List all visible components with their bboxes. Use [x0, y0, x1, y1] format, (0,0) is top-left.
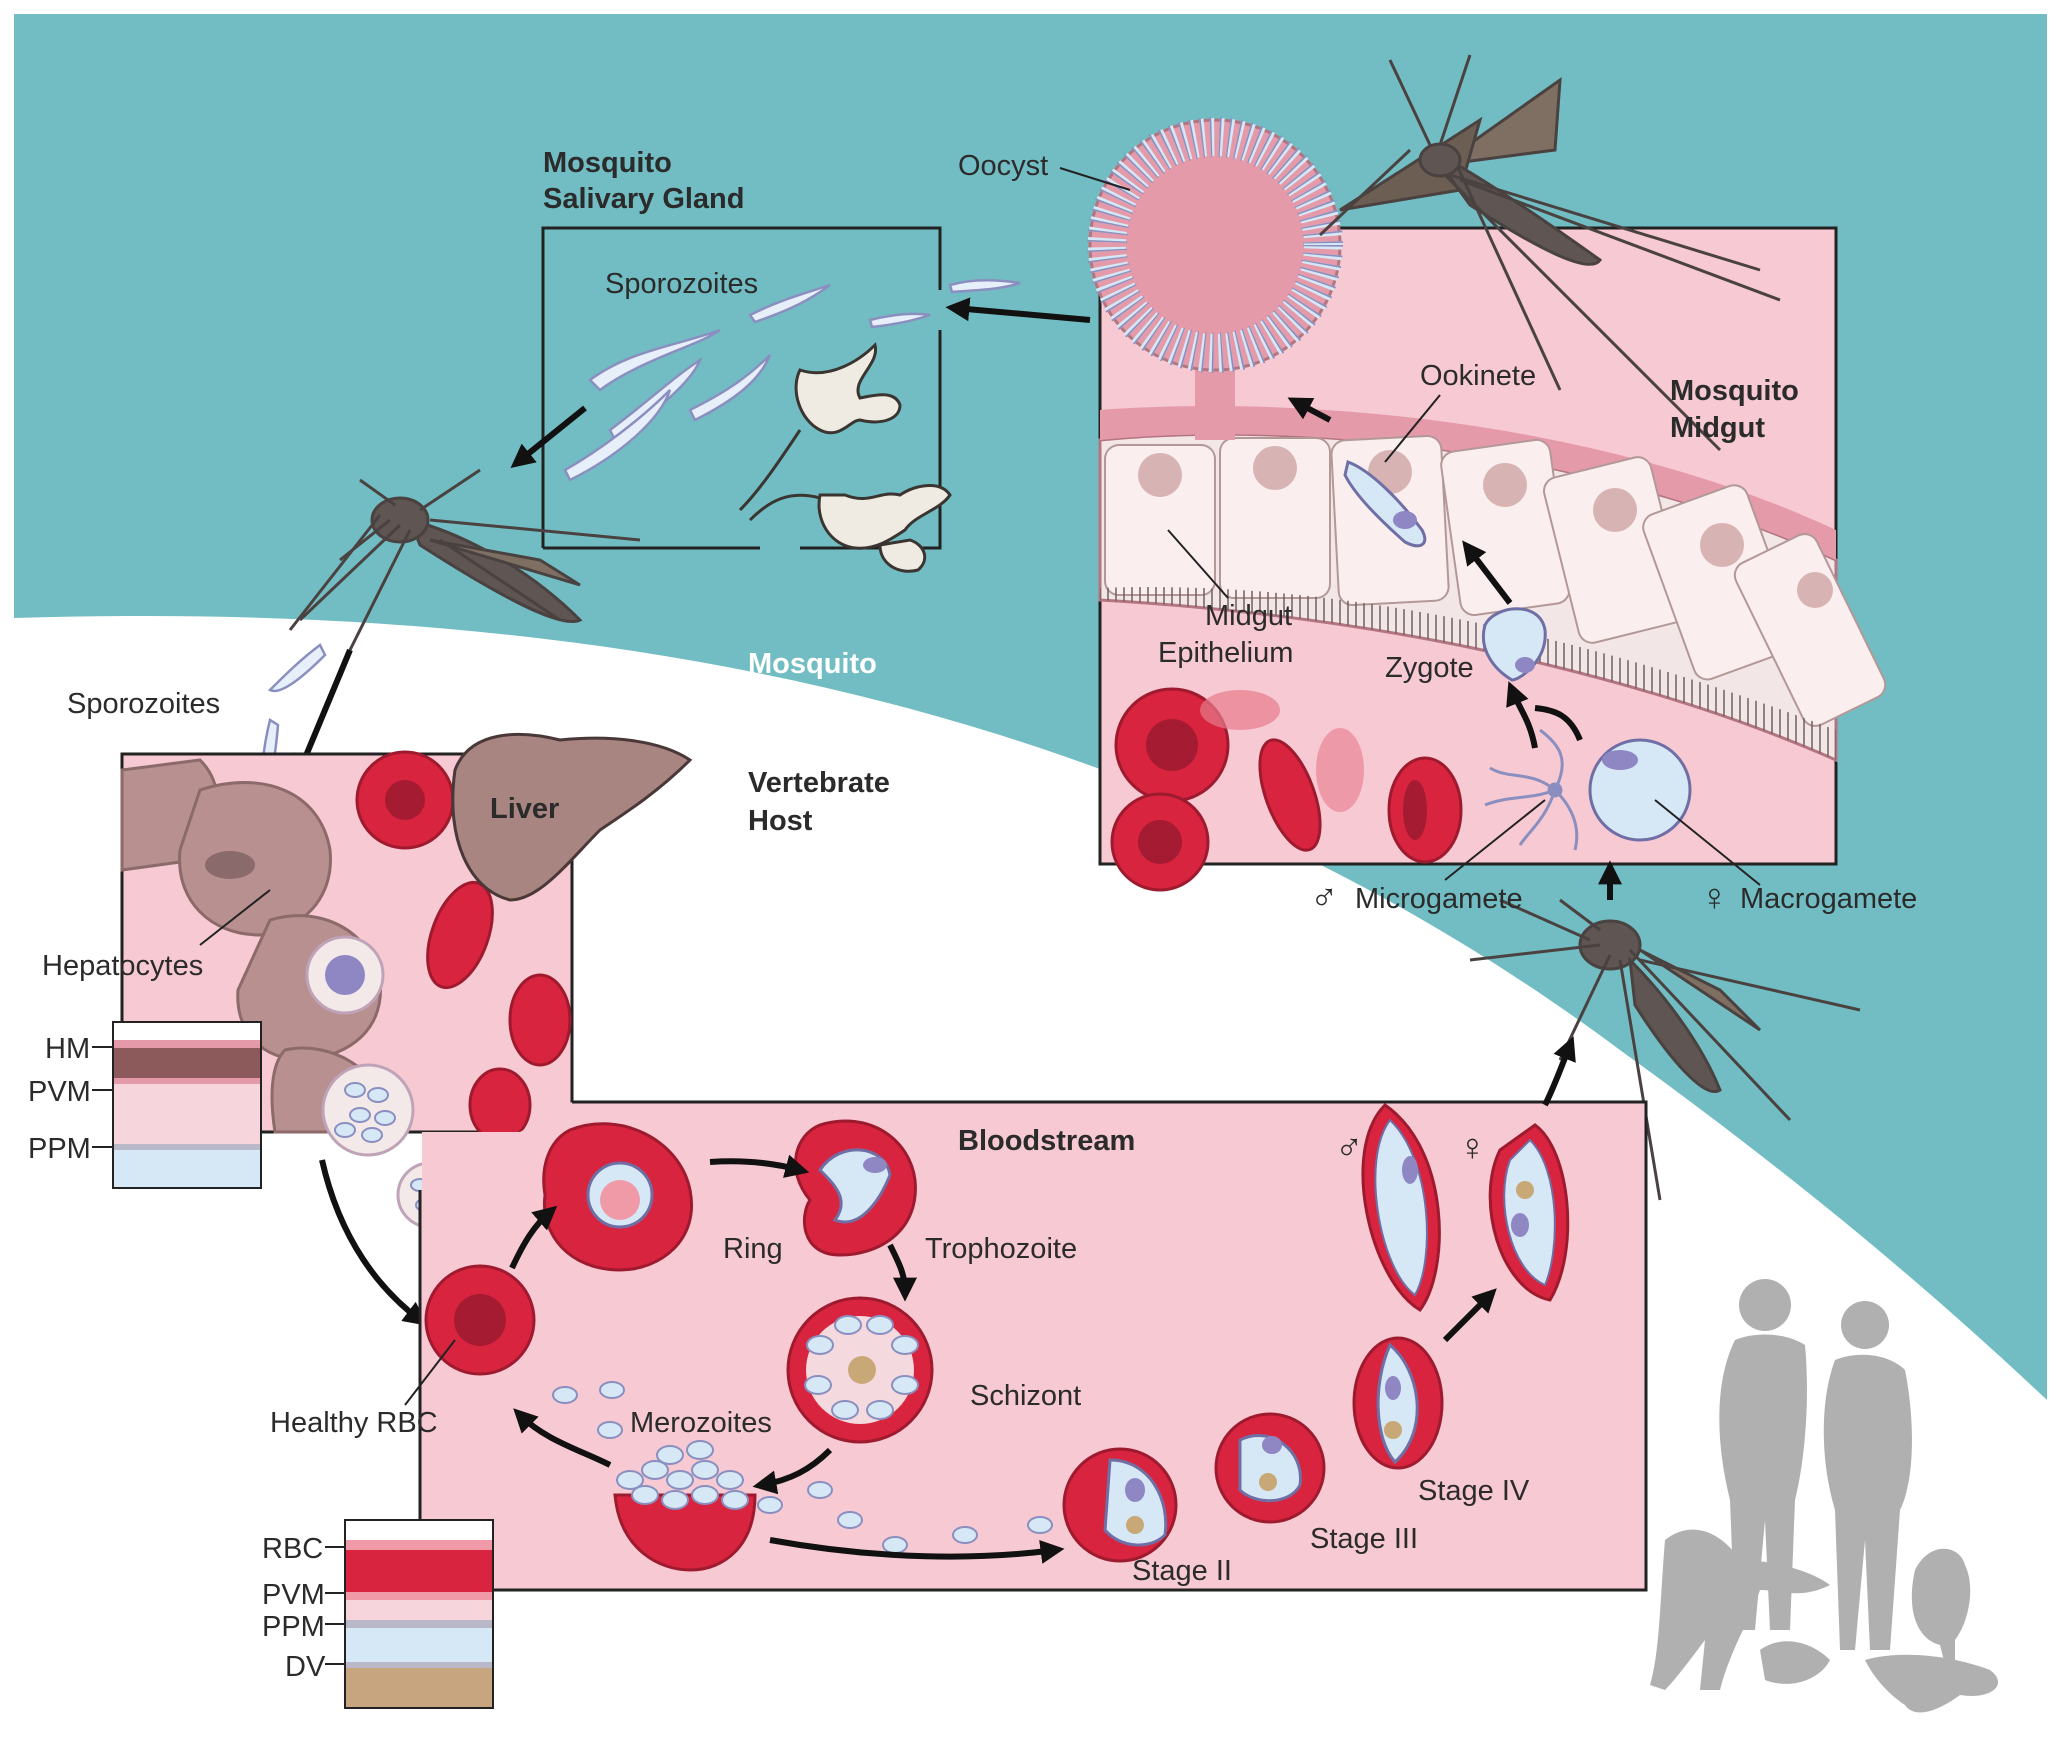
zygote-label: Zygote — [1385, 652, 1474, 684]
male-symbol-gametocyte: ♂ — [1335, 1127, 1364, 1169]
schizont-stage — [786, 1296, 934, 1444]
merozoites-label: Merozoites — [630, 1407, 772, 1439]
healthy-rbc-label: Healthy RBC — [270, 1407, 438, 1439]
stage-2-gametocyte — [1062, 1447, 1178, 1563]
gland-sporozoite-icons — [563, 279, 1021, 482]
oocyst-label: Oocyst — [958, 150, 1048, 182]
microgamete-label: Microgamete — [1355, 883, 1523, 915]
mosquito-vector-label-line1: Mosquito — [748, 648, 877, 680]
stage-4-gametocyte — [1352, 1336, 1444, 1470]
stage-2-label: Stage II — [1132, 1555, 1232, 1587]
hepatocytes-pointer — [199, 889, 271, 946]
microgamete-cell — [1484, 728, 1579, 851]
liver-legend-hm: HM — [45, 1033, 90, 1065]
midgut-title-line1: Mosquito — [1670, 375, 1799, 407]
ookinete-label: Ookinete — [1420, 360, 1536, 392]
blood-membrane-legend — [325, 1519, 494, 1709]
midgut-panel — [1098, 226, 1887, 900]
ring-label: Ring — [723, 1233, 783, 1265]
oocyst-pointer — [1059, 167, 1131, 191]
host-sporozoites-label: Sporozoites — [67, 688, 220, 720]
bursting-rbc — [613, 1440, 757, 1572]
vertebrate-hosts-silhouettes — [1650, 1279, 1999, 1713]
ookinete-pointer — [1384, 394, 1441, 463]
macrogamete-label: Macrogamete — [1740, 883, 1917, 915]
blood-legend-ppm: PPM — [262, 1611, 325, 1643]
trophozoite-label: Trophozoite — [925, 1233, 1077, 1265]
microvilli — [1100, 587, 1836, 760]
male-symbol-microgamete: ♂ — [1310, 877, 1339, 919]
healthy-rbc — [424, 1264, 536, 1376]
bloodstream-arrows — [509, 1036, 1576, 1564]
salivary-gland-organ — [738, 342, 952, 573]
male-gametocyte — [1361, 1103, 1441, 1312]
liver-rbcs — [355, 750, 572, 1143]
free-merozoites — [552, 1381, 1053, 1554]
midgut-rbcs — [1110, 687, 1463, 892]
merosome — [321, 1063, 415, 1157]
zygote-cell — [1482, 607, 1547, 682]
arrow-bite-to-liver — [294, 648, 353, 779]
macrogamete-cell — [1588, 738, 1692, 842]
female-symbol-macrogamete: ♀ — [1700, 877, 1729, 919]
ring-stage — [542, 1122, 693, 1272]
blood-legend-dv: DV — [285, 1651, 326, 1683]
ookinete-cell — [1343, 460, 1427, 548]
liver-panel — [120, 732, 693, 1157]
mosquito-vector-label-line2: Vector — [748, 685, 837, 717]
liver-legend-ppm: PPM — [28, 1133, 91, 1165]
hepatocytes-label: Hepatocytes — [42, 950, 203, 982]
midgut-epithelium-label-line1: Midgut — [1205, 600, 1292, 632]
vertebrate-host-label-line2: Host — [748, 805, 813, 837]
macrogamete-pointer — [1654, 799, 1761, 886]
vertebrate-host-label-line1: Vertebrate — [748, 767, 890, 799]
female-gametocyte — [1488, 1123, 1570, 1302]
arrow-oocyst-to-gland — [945, 297, 1091, 323]
liver-membrane-legend — [92, 1021, 262, 1189]
liver-organ — [451, 732, 693, 902]
liver-label: Liver — [490, 793, 559, 825]
mosquito-bite-icon — [288, 468, 641, 651]
blood-legend-pvm: PVM — [262, 1579, 325, 1611]
stage-3-gametocyte — [1214, 1412, 1326, 1524]
schizont-label: Schizont — [970, 1380, 1081, 1412]
mosquito-bloodmeal-icon — [1469, 898, 1861, 1201]
blood-legend-rbc: RBC — [262, 1533, 323, 1565]
microgamete-pointer — [1444, 799, 1546, 881]
midgut-epithelium-label-line2: Epithelium — [1158, 637, 1293, 669]
salivary-gland-panel — [541, 226, 1021, 573]
stage-4-label: Stage IV — [1418, 1475, 1530, 1507]
epithelium-pointer — [1167, 529, 1229, 599]
female-symbol-gametocyte: ♀ — [1458, 1127, 1487, 1169]
liver-legend-pvm: PVM — [28, 1076, 91, 1108]
oocyst-cell — [1087, 117, 1343, 440]
arrow-liver-to-rbc — [319, 1159, 428, 1326]
healthy-rbc-pointer — [404, 1339, 456, 1406]
gland-sporozoites-label: Sporozoites — [605, 268, 758, 300]
midgut-title-line2: Midgut — [1670, 412, 1765, 444]
arrow-gland-to-mosquito — [510, 405, 587, 469]
stage-3-label: Stage III — [1310, 1523, 1418, 1555]
mosquito-midgut-icon — [1318, 54, 1781, 452]
bloodstream-label: Bloodstream — [958, 1125, 1135, 1157]
trophozoite-stage — [794, 1119, 917, 1257]
salivary-gland-title-line2: Salivary Gland — [543, 183, 745, 215]
salivary-gland-title-line1: Mosquito — [543, 147, 672, 179]
